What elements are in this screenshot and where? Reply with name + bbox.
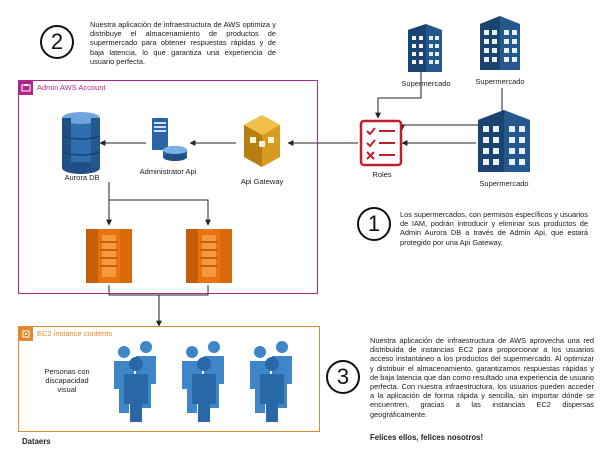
administrator-api-label: Administrator Api xyxy=(139,167,197,176)
ec2-group-icon xyxy=(19,327,33,341)
api-gateway-icon xyxy=(236,113,288,174)
roles-icon xyxy=(359,119,403,172)
description-top: Nuestra aplicación de infraestructura de… xyxy=(90,20,276,66)
dataers-label: Dataers xyxy=(22,437,51,446)
step-number: 1 xyxy=(367,211,381,236)
ec2-instance-icon xyxy=(184,227,234,290)
people-group-icon xyxy=(242,340,304,427)
aurora-db-icon xyxy=(58,112,104,179)
closing-line: Felices ellos, felices nosotros! xyxy=(370,433,484,442)
api-gateway-label: Api Gateway xyxy=(240,177,284,186)
step-badge-three: 3 xyxy=(326,360,360,394)
supermarket-building-icon xyxy=(476,14,524,77)
step-badge-one: 1 xyxy=(357,207,391,241)
step-badge-two: 2 xyxy=(40,25,74,59)
roles-label: Roles xyxy=(372,170,392,179)
account-icon xyxy=(19,81,33,95)
admin-account-group: Admin AWS Account xyxy=(18,80,318,294)
people-group-icon xyxy=(106,340,168,427)
supermarket-label: Supermercado xyxy=(475,77,525,86)
ec2-instance-icon xyxy=(84,227,134,290)
supermarket-building-icon xyxy=(404,22,446,79)
step-number: 3 xyxy=(336,364,350,389)
ec2-contents-title: EC2 instance contents xyxy=(37,329,113,338)
step-number: 2 xyxy=(50,29,64,54)
link-aurora-ec2-right xyxy=(109,199,211,226)
supermarket-label: Supermercado xyxy=(479,179,529,188)
supermarket-building-icon xyxy=(474,108,534,179)
administrator-api-icon xyxy=(146,114,190,169)
link-supermarket1-roles xyxy=(375,72,422,119)
aurora-db-label: Aurora DB xyxy=(64,173,100,182)
supermarket-label: Supermercado xyxy=(401,79,451,88)
description-middle: Los supermercados, con permisos específi… xyxy=(400,210,588,247)
personas-label: Personas con discapacidad visual xyxy=(44,367,90,394)
ec2-contents-group: EC2 instance contents xyxy=(18,326,320,432)
admin-account-title: Admin AWS Account xyxy=(37,83,106,92)
description-bottom: Nuestra aplicación de infraestructura de… xyxy=(370,336,594,419)
people-group-icon xyxy=(174,340,236,427)
